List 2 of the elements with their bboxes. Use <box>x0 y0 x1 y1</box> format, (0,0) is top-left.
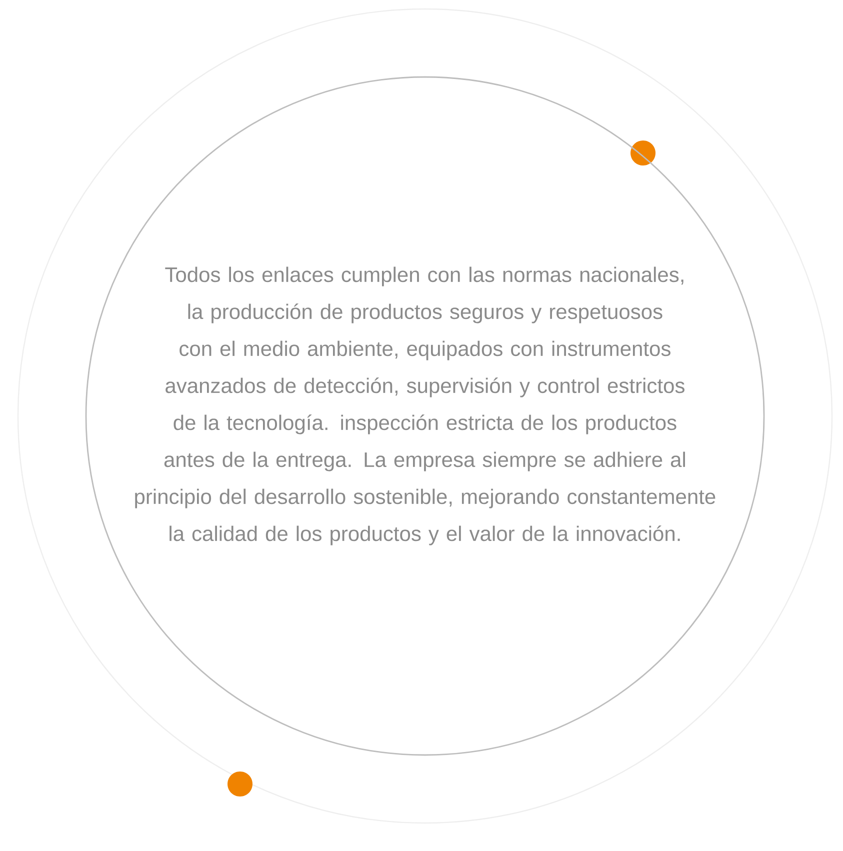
paragraph: Todos los enlaces cumplen con las normas nacionales, la producción de productos seguros y respetuosos con el medio ambiente, equipados con instrumentos avanzados de detección, supervisión y control estrictos de la tecnología. inspección estricta de los productos antes de la entrega. La empresa siempre se adhiere al principio del desarrollo sostenible, mejorando constantemente la calidad de los productos y el valor de la innovación. <box>135 266 716 546</box>
circle-frame <box>85 76 765 756</box>
